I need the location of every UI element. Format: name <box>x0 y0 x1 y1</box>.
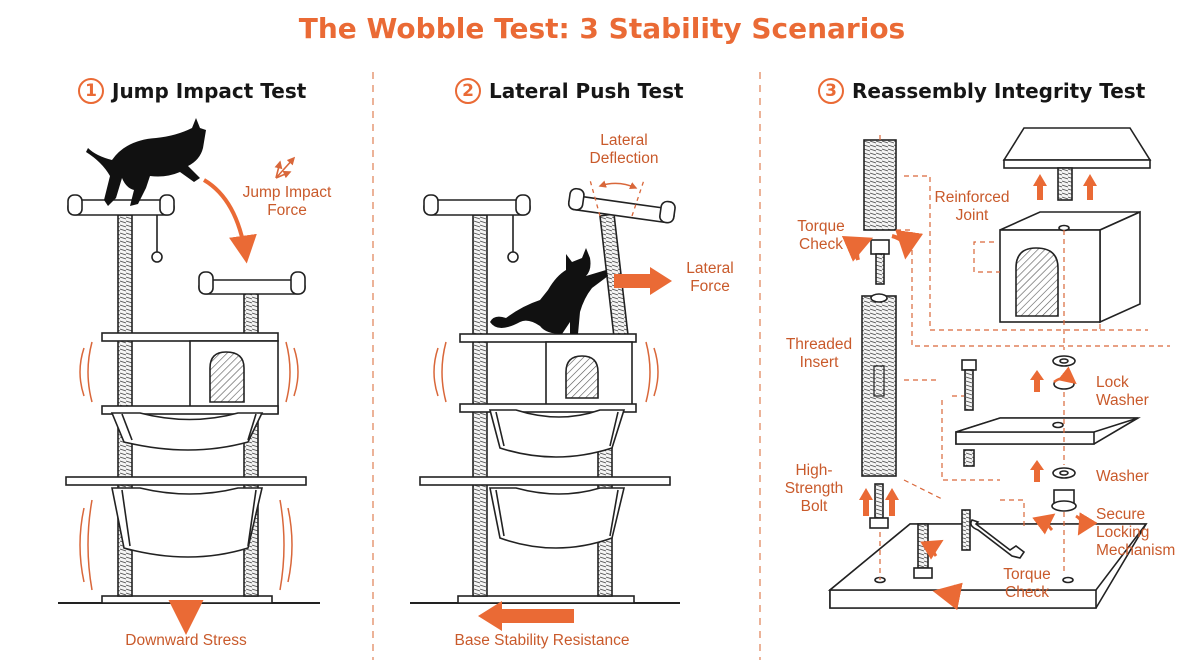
torque-check-top-label: Torque Check <box>797 218 845 253</box>
panel-3-title: 3 Reassembly Integrity Test <box>818 76 1145 106</box>
panel-1-title-text: Jump Impact Test <box>112 79 307 103</box>
lock-washer-label: Lock Washer <box>1096 374 1149 409</box>
page-title: The Wobble Test: 3 Stability Scenarios <box>298 12 906 45</box>
panel-2-cat-tree <box>410 187 680 604</box>
panel-2-title: 2 Lateral Push Test <box>455 76 684 106</box>
panel-1-wobble-lines <box>79 341 299 591</box>
jump-impact-icon <box>274 156 296 179</box>
washer-label: Washer <box>1096 468 1149 485</box>
deflection-arrow <box>598 180 638 189</box>
base-stability-resistance-label: Base Stability Resistance <box>454 632 630 649</box>
reinforced-joint-label: Reinforced Joint <box>934 189 1010 224</box>
lateral-force-label: Lateral Force <box>686 260 734 295</box>
torque-check-bottom-label: Torque Check <box>1003 566 1051 601</box>
jump-impact-force-label: Jump Impact Force <box>242 184 332 219</box>
jump-impact-arrow <box>202 178 257 264</box>
lateral-force-arrow <box>614 267 672 295</box>
panel-3-arrows <box>859 174 1097 516</box>
panel-2-wobble-lines <box>433 341 659 403</box>
panel-3-number: 3 <box>818 78 844 104</box>
panel-3-guide-lines <box>879 132 1170 580</box>
panel-1-cat-silhouette <box>86 118 206 206</box>
downward-stress-label: Downward Stress <box>125 632 247 649</box>
panel-2-cat-silhouette <box>490 248 608 334</box>
panel-3-rotation-arrows <box>841 229 1098 611</box>
panel-3-title-text: Reassembly Integrity Test <box>852 79 1146 103</box>
deflection-dashed-right <box>631 179 645 217</box>
panel-2-number: 2 <box>455 78 481 104</box>
threaded-insert-label: Threaded Insert <box>785 336 853 371</box>
panel-1-title: 1 Jump Impact Test <box>78 76 306 106</box>
lateral-deflection-label: Lateral Deflection <box>589 132 659 167</box>
secure-locking-mechanism-label: Secure Locking Mechanism <box>1096 506 1176 559</box>
panel-2-title-text: Lateral Push Test <box>489 79 684 103</box>
panel-1-cat-tree <box>58 194 320 604</box>
panel-1-number: 1 <box>78 78 104 104</box>
base-resistance-arrow <box>478 601 574 631</box>
high-strength-bolt-label: High- Strength Bolt <box>784 462 844 515</box>
deflection-dashed-left <box>589 179 601 217</box>
